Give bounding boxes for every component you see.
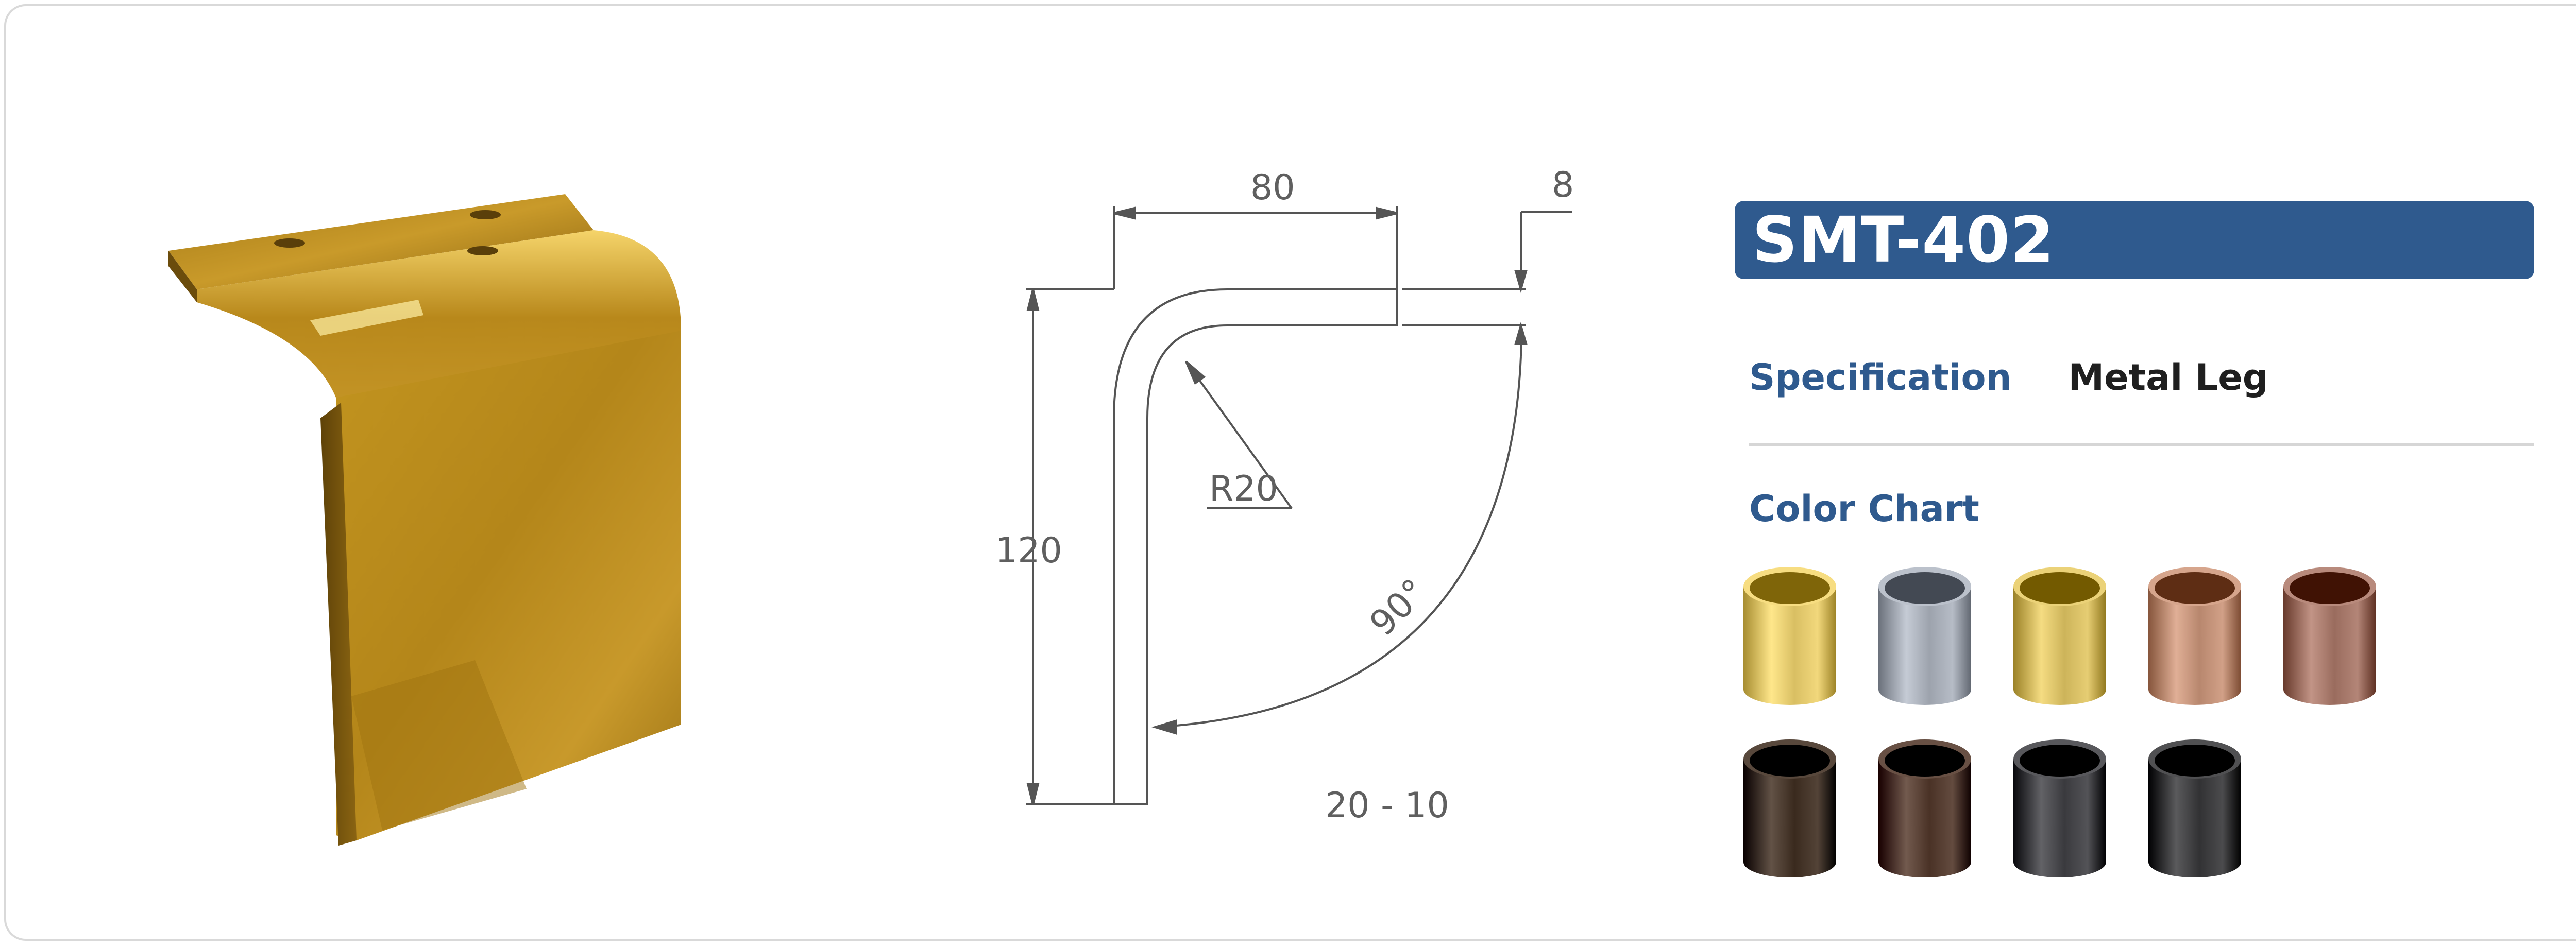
divider — [1749, 443, 2534, 446]
spec-value: Metal Leg — [2068, 356, 2268, 399]
spec-label: Specification — [1749, 356, 2012, 399]
color-swatch-gunmetal — [2013, 739, 2106, 877]
technical-drawing: 80 8 120 R20 90° 20 - 10 — [995, 165, 1574, 820]
product-image — [168, 194, 681, 846]
specification-row: Specification Metal Leg — [1749, 356, 2268, 399]
dim-bottom: 20 - 10 — [1325, 785, 1449, 820]
color-chart-label: Color Chart — [1749, 488, 1979, 530]
color-swatch-rose-gold — [2148, 567, 2241, 705]
color-swatch-dark-bronze — [1743, 739, 1836, 877]
color-swatch-chrome — [1878, 567, 1971, 705]
color-swatch-gold — [1743, 567, 1836, 705]
dim-angle: 90° — [1362, 571, 1435, 644]
color-swatch-brushed-gold — [2013, 567, 2106, 705]
color-swatch-brown-bronze — [1878, 739, 1971, 877]
dim-width: 80 — [1250, 167, 1295, 208]
dim-height: 120 — [995, 530, 1062, 571]
dim-radius: R20 — [1209, 469, 1278, 509]
color-swatch-black-chrome — [2148, 739, 2241, 877]
model-title: SMT-402 — [1752, 203, 2055, 277]
dim-thickness: 8 — [1552, 165, 1574, 205]
model-title-bar: SMT-402 — [1735, 201, 2534, 279]
product-card: 80 8 120 R20 90° 20 - 10 SMT-402 Specifi… — [4, 4, 2576, 941]
color-swatch-dark-rose-gold — [2283, 567, 2376, 705]
